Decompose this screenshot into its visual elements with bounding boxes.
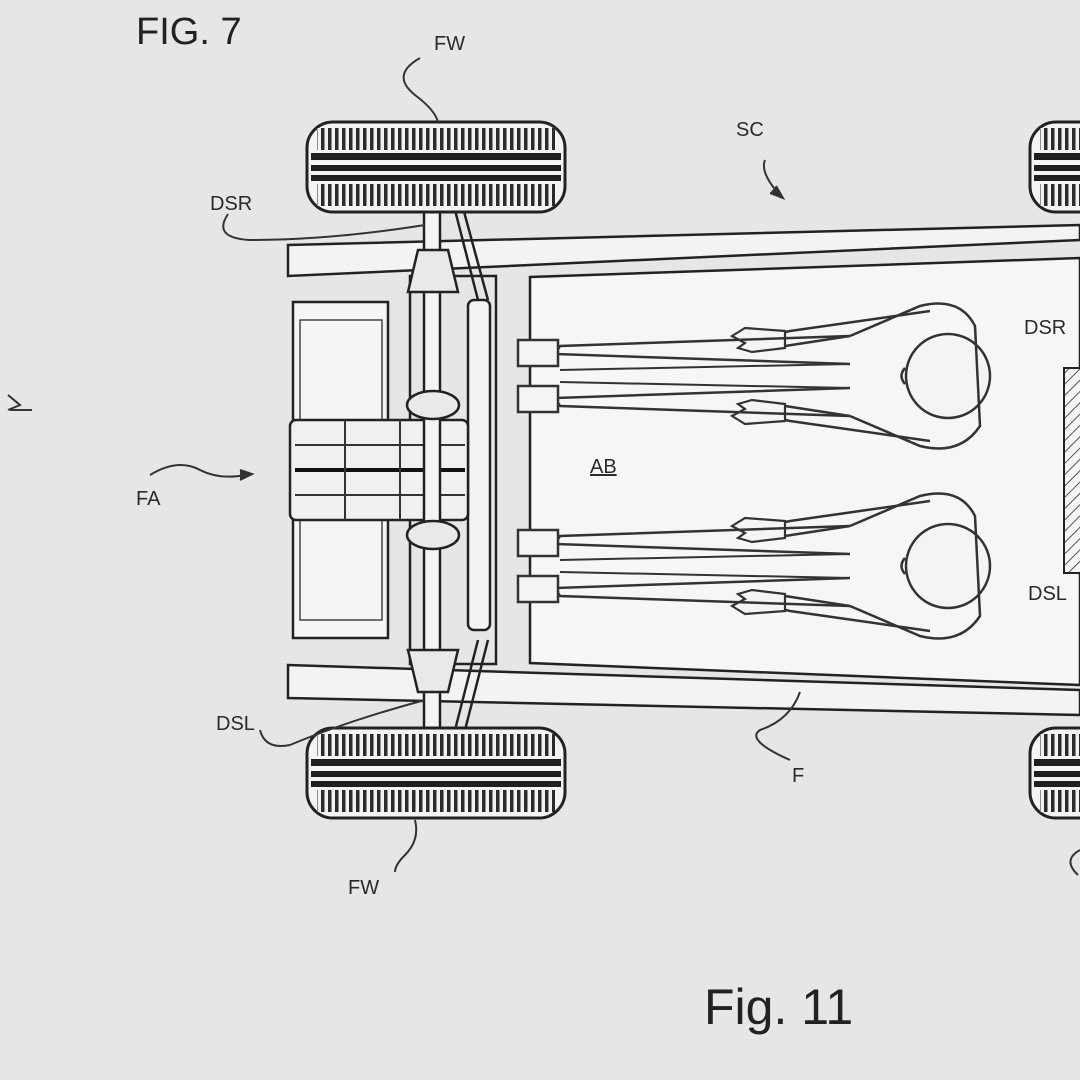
figure-title-top: FIG. 7	[136, 11, 242, 53]
front-wheel-top	[305, 120, 567, 214]
label-dsl-left: DSL	[216, 713, 255, 735]
label-ab: AB	[590, 456, 617, 478]
label-sc: SC	[736, 119, 764, 141]
label-dsr-right: DSR	[1024, 317, 1066, 339]
label-fw-bottom: FW	[348, 877, 379, 899]
label-f: F	[792, 765, 804, 787]
label-dsl-right: DSL	[1028, 583, 1067, 605]
front-axle-assembly	[288, 207, 490, 732]
label-dsr-left: DSR	[210, 193, 252, 215]
label-fa: FA	[136, 488, 161, 510]
front-wheel-bottom	[305, 726, 567, 820]
leader-lines	[7, 57, 1080, 876]
label-fw-top: FW	[434, 33, 465, 55]
rear-wheel-bottom	[1028, 726, 1080, 820]
rear-wheel-top	[1028, 120, 1080, 214]
frame	[286, 223, 1080, 717]
figure-title-bottom: Fig. 11	[704, 979, 853, 1035]
